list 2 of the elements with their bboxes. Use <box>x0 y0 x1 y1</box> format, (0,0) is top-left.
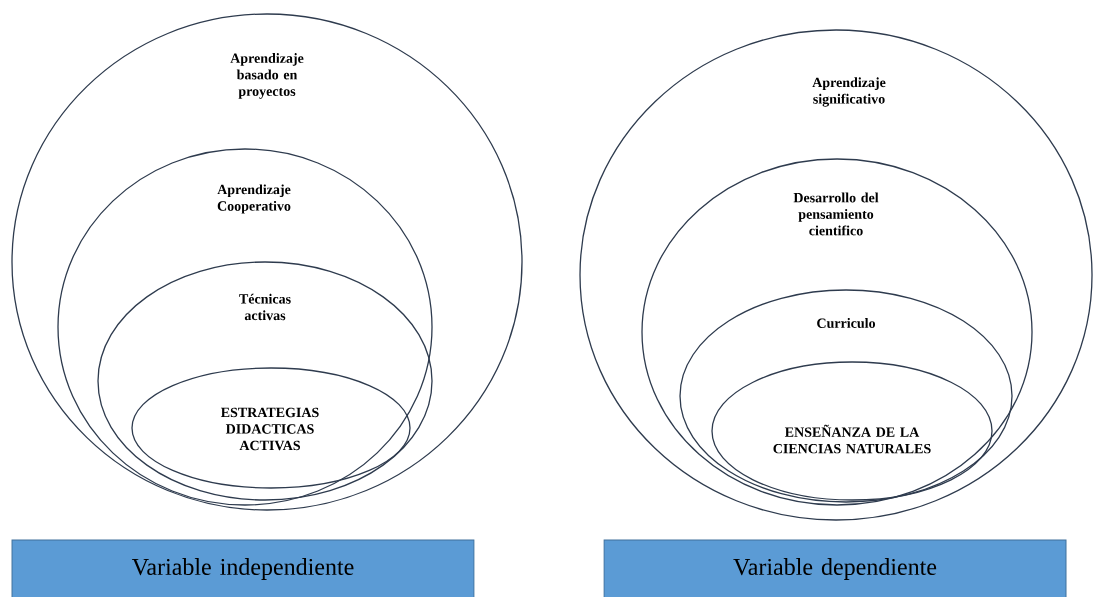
variable-box: Variable dependiente <box>603 539 1067 597</box>
variable-box: Variable independiente <box>11 539 475 597</box>
